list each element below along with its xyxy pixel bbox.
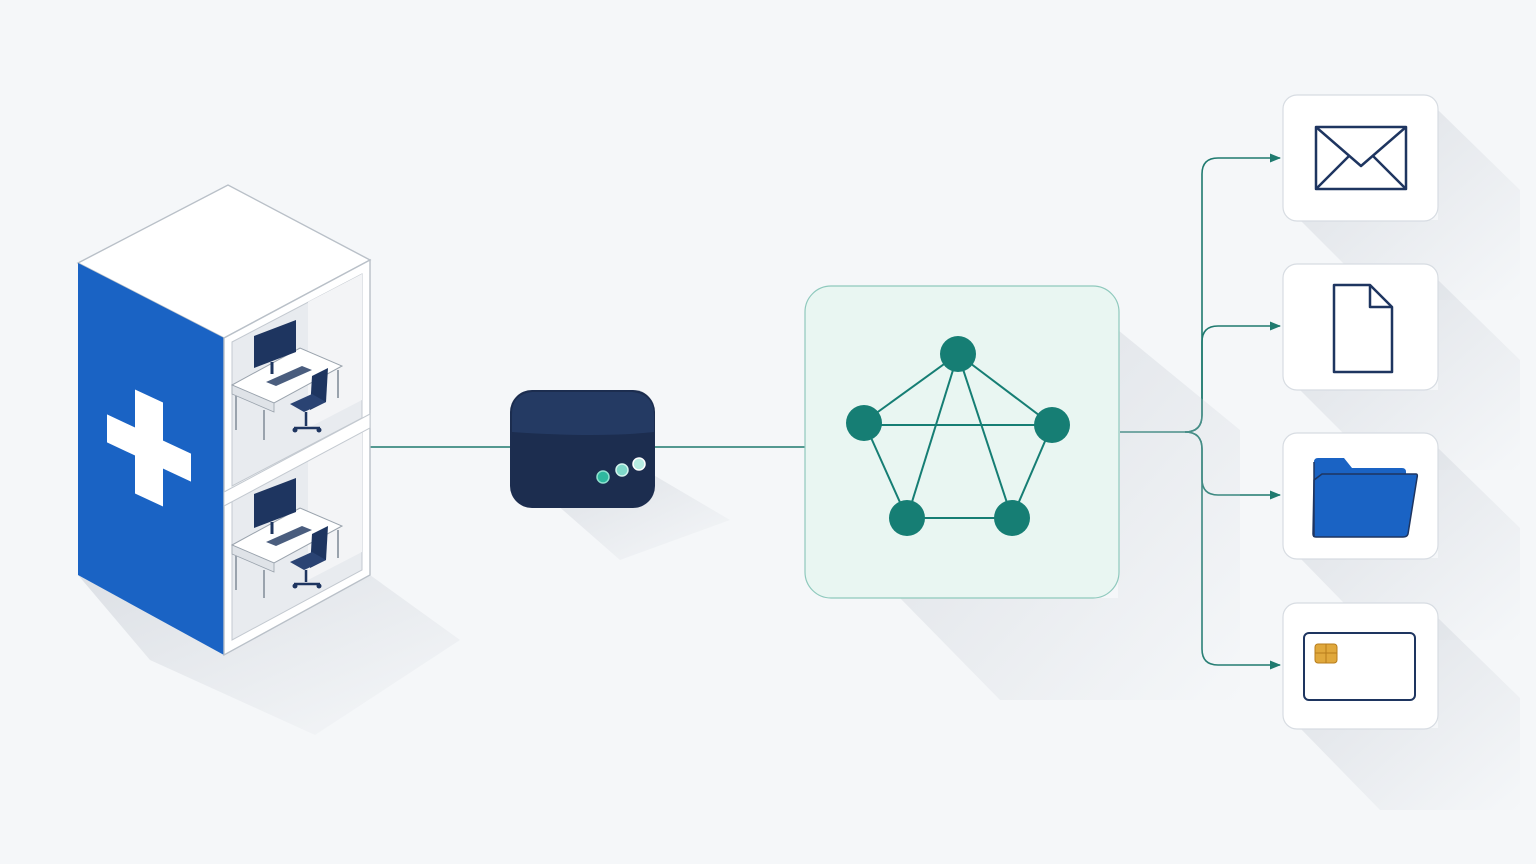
graph-outline [862, 352, 1054, 519]
router-led-3 [632, 457, 646, 471]
desk-front [231, 544, 275, 573]
hospital-building-icon [76, 184, 460, 735]
office-chair-icon [290, 526, 328, 589]
output-card-folder [1282, 432, 1520, 640]
computer-monitor-icon [254, 478, 296, 528]
hub-shadow [900, 330, 1240, 700]
chair-wheel [292, 427, 298, 433]
keyboard-icon [266, 366, 312, 386]
graph-node-left [846, 405, 882, 441]
output-card-smart-card [1282, 602, 1520, 810]
graph-edge [957, 353, 1013, 519]
keyboard-icon [266, 526, 312, 546]
floor-divider [223, 413, 371, 507]
card-box [1282, 94, 1439, 222]
hospital-shadow [78, 575, 460, 735]
output-card-email [1282, 94, 1520, 300]
graph-node-right [1034, 407, 1070, 443]
chair-wheel [292, 583, 298, 589]
chair-wheel [316, 427, 322, 433]
network-graph-icon [862, 352, 1054, 519]
card-shadow [1300, 448, 1520, 640]
card-shadow [1300, 618, 1520, 810]
chair-wheel [316, 583, 322, 589]
card-shadow [1300, 110, 1520, 300]
office-chair-icon [290, 368, 328, 433]
router-led-2 [615, 463, 629, 477]
router-led-1 [596, 470, 610, 484]
computer-monitor-icon [254, 320, 296, 368]
graph-edge [906, 353, 959, 519]
graph-node-top [940, 336, 976, 372]
medical-cross-icon [107, 389, 191, 507]
graph-node-bottom-right [994, 500, 1030, 536]
network-router-icon [510, 390, 730, 560]
graph-node-bottom-left [889, 500, 925, 536]
envelope-icon [1314, 125, 1408, 191]
chair-seat [290, 394, 326, 412]
router-top-face [512, 392, 654, 435]
card-box [1282, 263, 1439, 391]
desk-front [231, 384, 275, 413]
folder-icon [1312, 458, 1419, 538]
card-shadow [1300, 280, 1520, 470]
output-card-document [1282, 263, 1520, 470]
graph-nodes [846, 336, 1070, 536]
workstation-upper [230, 320, 344, 440]
document-icon [1332, 283, 1394, 374]
workstation-lower [230, 478, 344, 598]
integration-hub-panel [804, 285, 1240, 700]
chair-seat [290, 552, 326, 570]
hub-panel-box [804, 285, 1120, 599]
smart-card-icon [1303, 632, 1416, 701]
